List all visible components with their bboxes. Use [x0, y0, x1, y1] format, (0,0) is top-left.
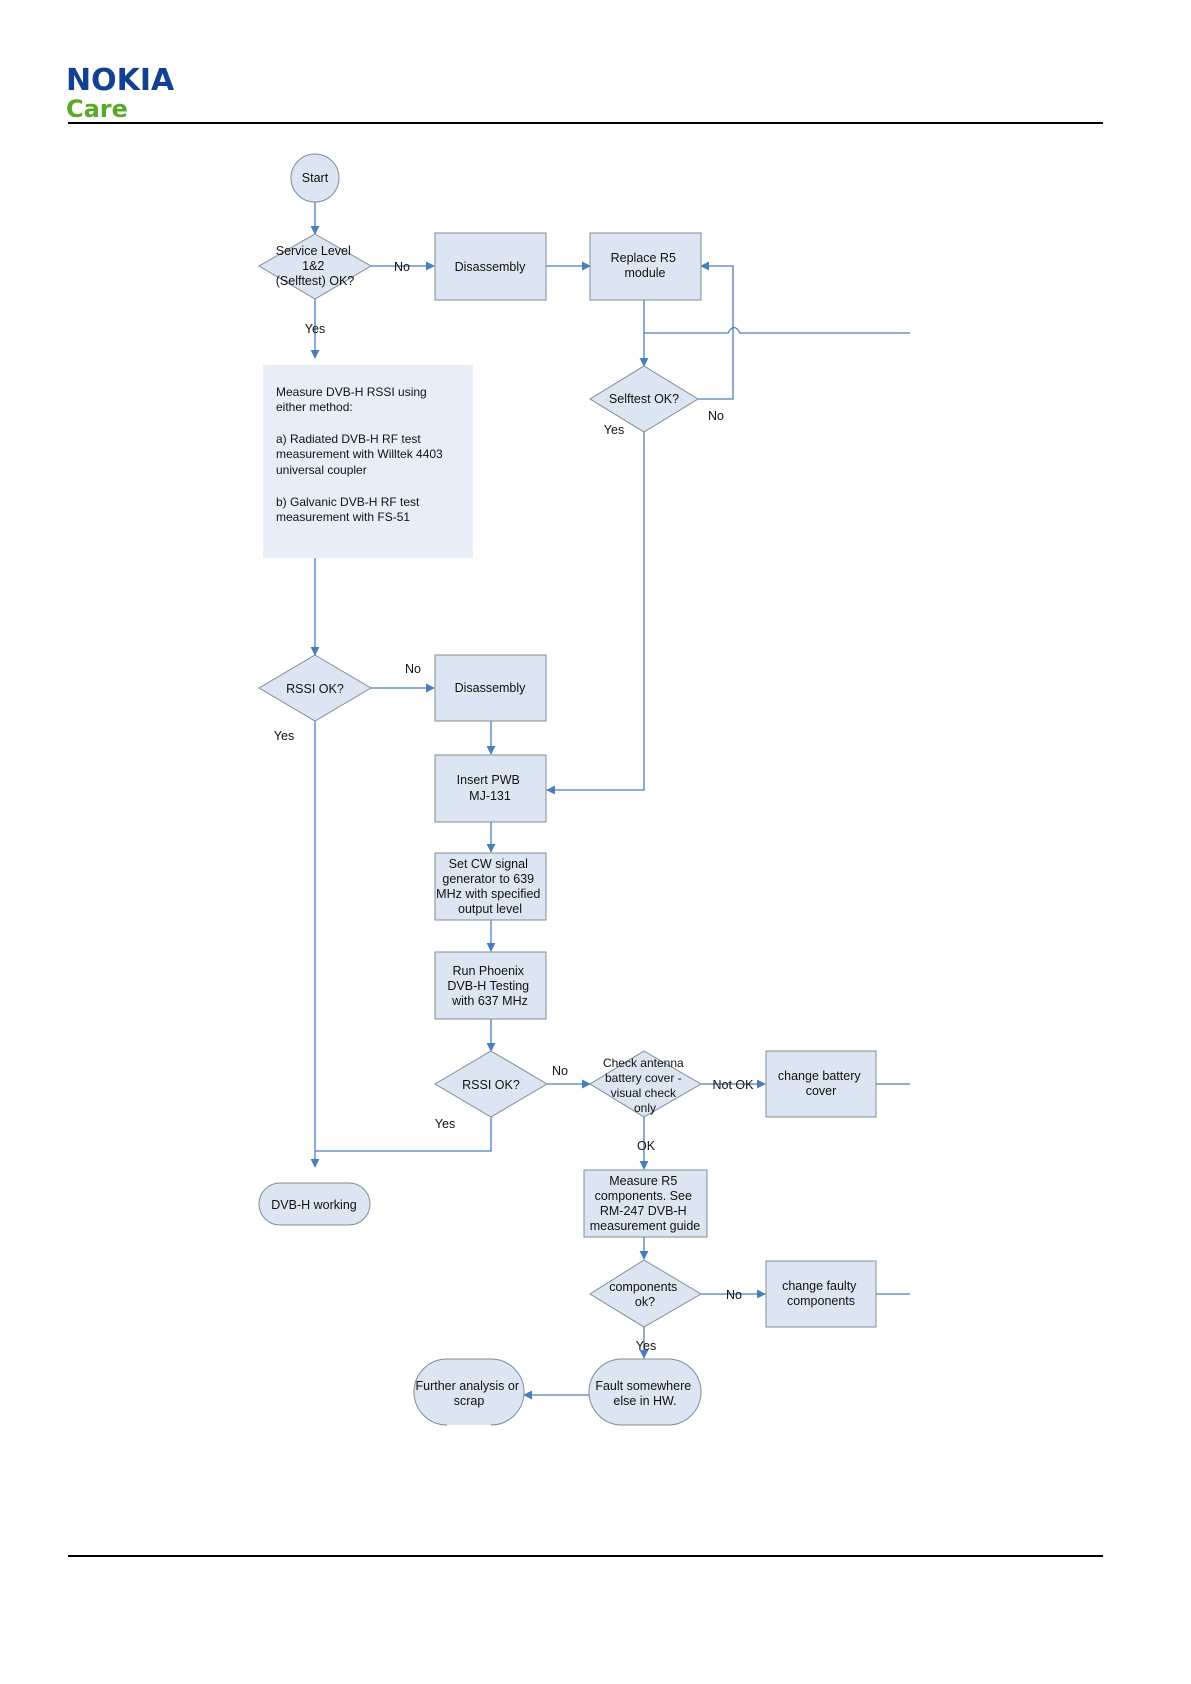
run-phoenix-box [434, 951, 547, 1020]
edge-label-no-components: No [726, 1288, 742, 1302]
measure-r5-box [583, 1169, 708, 1238]
disassembly-label-2: Disassembly [455, 681, 527, 695]
components-label: components ok? [609, 1280, 681, 1309]
insert-pwb-label: Insert PWB MJ-131 [457, 773, 524, 803]
rssi-label-1: RSSI OK? [286, 682, 344, 696]
service-level-decision [258, 233, 372, 300]
edge-label-no-selftest: No [708, 409, 724, 423]
measure-rssi-text: Measure DVB-H RSSI using either method: … [276, 385, 446, 524]
edge-rssi2-yes [315, 1117, 492, 1152]
set-cw-box [434, 852, 547, 921]
disassembly-label-1: Disassembly [455, 260, 527, 274]
edge-extra-line [644, 326, 910, 334]
change-faulty-label: change faulty components [782, 1279, 860, 1308]
disassembly-box-1 [434, 232, 547, 301]
start-label: Start [302, 171, 329, 185]
edge-label-yes-rssi1: Yes [274, 729, 294, 743]
nokia-care-logo: NOKIA Care [66, 63, 175, 123]
fault-elsewhere-label: Fault somewhere else in HW. [595, 1379, 694, 1408]
insert-pwb-box [434, 754, 547, 823]
replace-r5-label: Replace R5 module [611, 251, 680, 280]
edge-selftest-no [698, 261, 734, 400]
edge-label-yes-components: Yes [636, 1339, 656, 1353]
selftest-decision [589, 365, 699, 433]
further-analysis-label: Further analysis or scrap [416, 1379, 523, 1408]
edge-label-no-service: No [394, 260, 410, 274]
logo-nokia-text: NOKIA [66, 63, 175, 98]
edge-label-ok: OK [637, 1139, 656, 1153]
rssi-label-2: RSSI OK? [462, 1078, 520, 1092]
components-decision [589, 1259, 702, 1328]
start-node [290, 153, 340, 203]
run-phoenix-label: Run Phoenix DVB-H Testing with 637 MHz [447, 964, 532, 1008]
connectors [310, 202, 910, 1400]
edge-label-yes-rssi2: Yes [435, 1117, 455, 1131]
disassembly-box-2 [434, 654, 547, 722]
edge-label-yes-service: Yes [305, 322, 325, 336]
dvbh-working-label: DVB-H working [271, 1198, 356, 1212]
header-rule [68, 122, 1103, 124]
check-antenna-label: Check antenna battery cover - visual che… [603, 1056, 687, 1115]
dvbh-working-terminal [258, 1182, 371, 1226]
footer-rule [68, 1555, 1103, 1557]
set-cw-label: Set CW signal generator to 639 MHz with … [436, 857, 544, 916]
edge-label-no-rssi2: No [552, 1064, 568, 1078]
logo-care-text: Care [66, 95, 128, 123]
change-battery-label: change battery cover [778, 1069, 864, 1098]
edge-label-not-ok: Not OK [713, 1078, 755, 1092]
edge-label-no-rssi1: No [405, 662, 421, 676]
replace-r5-box [589, 232, 702, 301]
check-antenna-decision [589, 1050, 702, 1118]
edge-labels: No Yes No Yes No Yes No Yes Not OK OK No… [274, 260, 754, 1353]
selftest-label: Selftest OK? [609, 392, 679, 406]
nodes: Start Service Level 1&2 (Selftest) OK? D… [258, 153, 877, 1426]
rssi-decision-2 [434, 1050, 548, 1118]
change-faulty-box [765, 1260, 877, 1328]
measure-r5-label: Measure R5 components. See RM-247 DVB-H … [590, 1174, 701, 1233]
change-battery-box [765, 1050, 877, 1118]
service-level-label: Service Level 1&2 (Selftest) OK? [276, 244, 355, 288]
rssi-decision-1 [258, 654, 372, 722]
edge-label-yes-selftest: Yes [604, 423, 624, 437]
edge-selftest-yes [546, 432, 645, 795]
measure-rssi-panel [263, 365, 473, 558]
